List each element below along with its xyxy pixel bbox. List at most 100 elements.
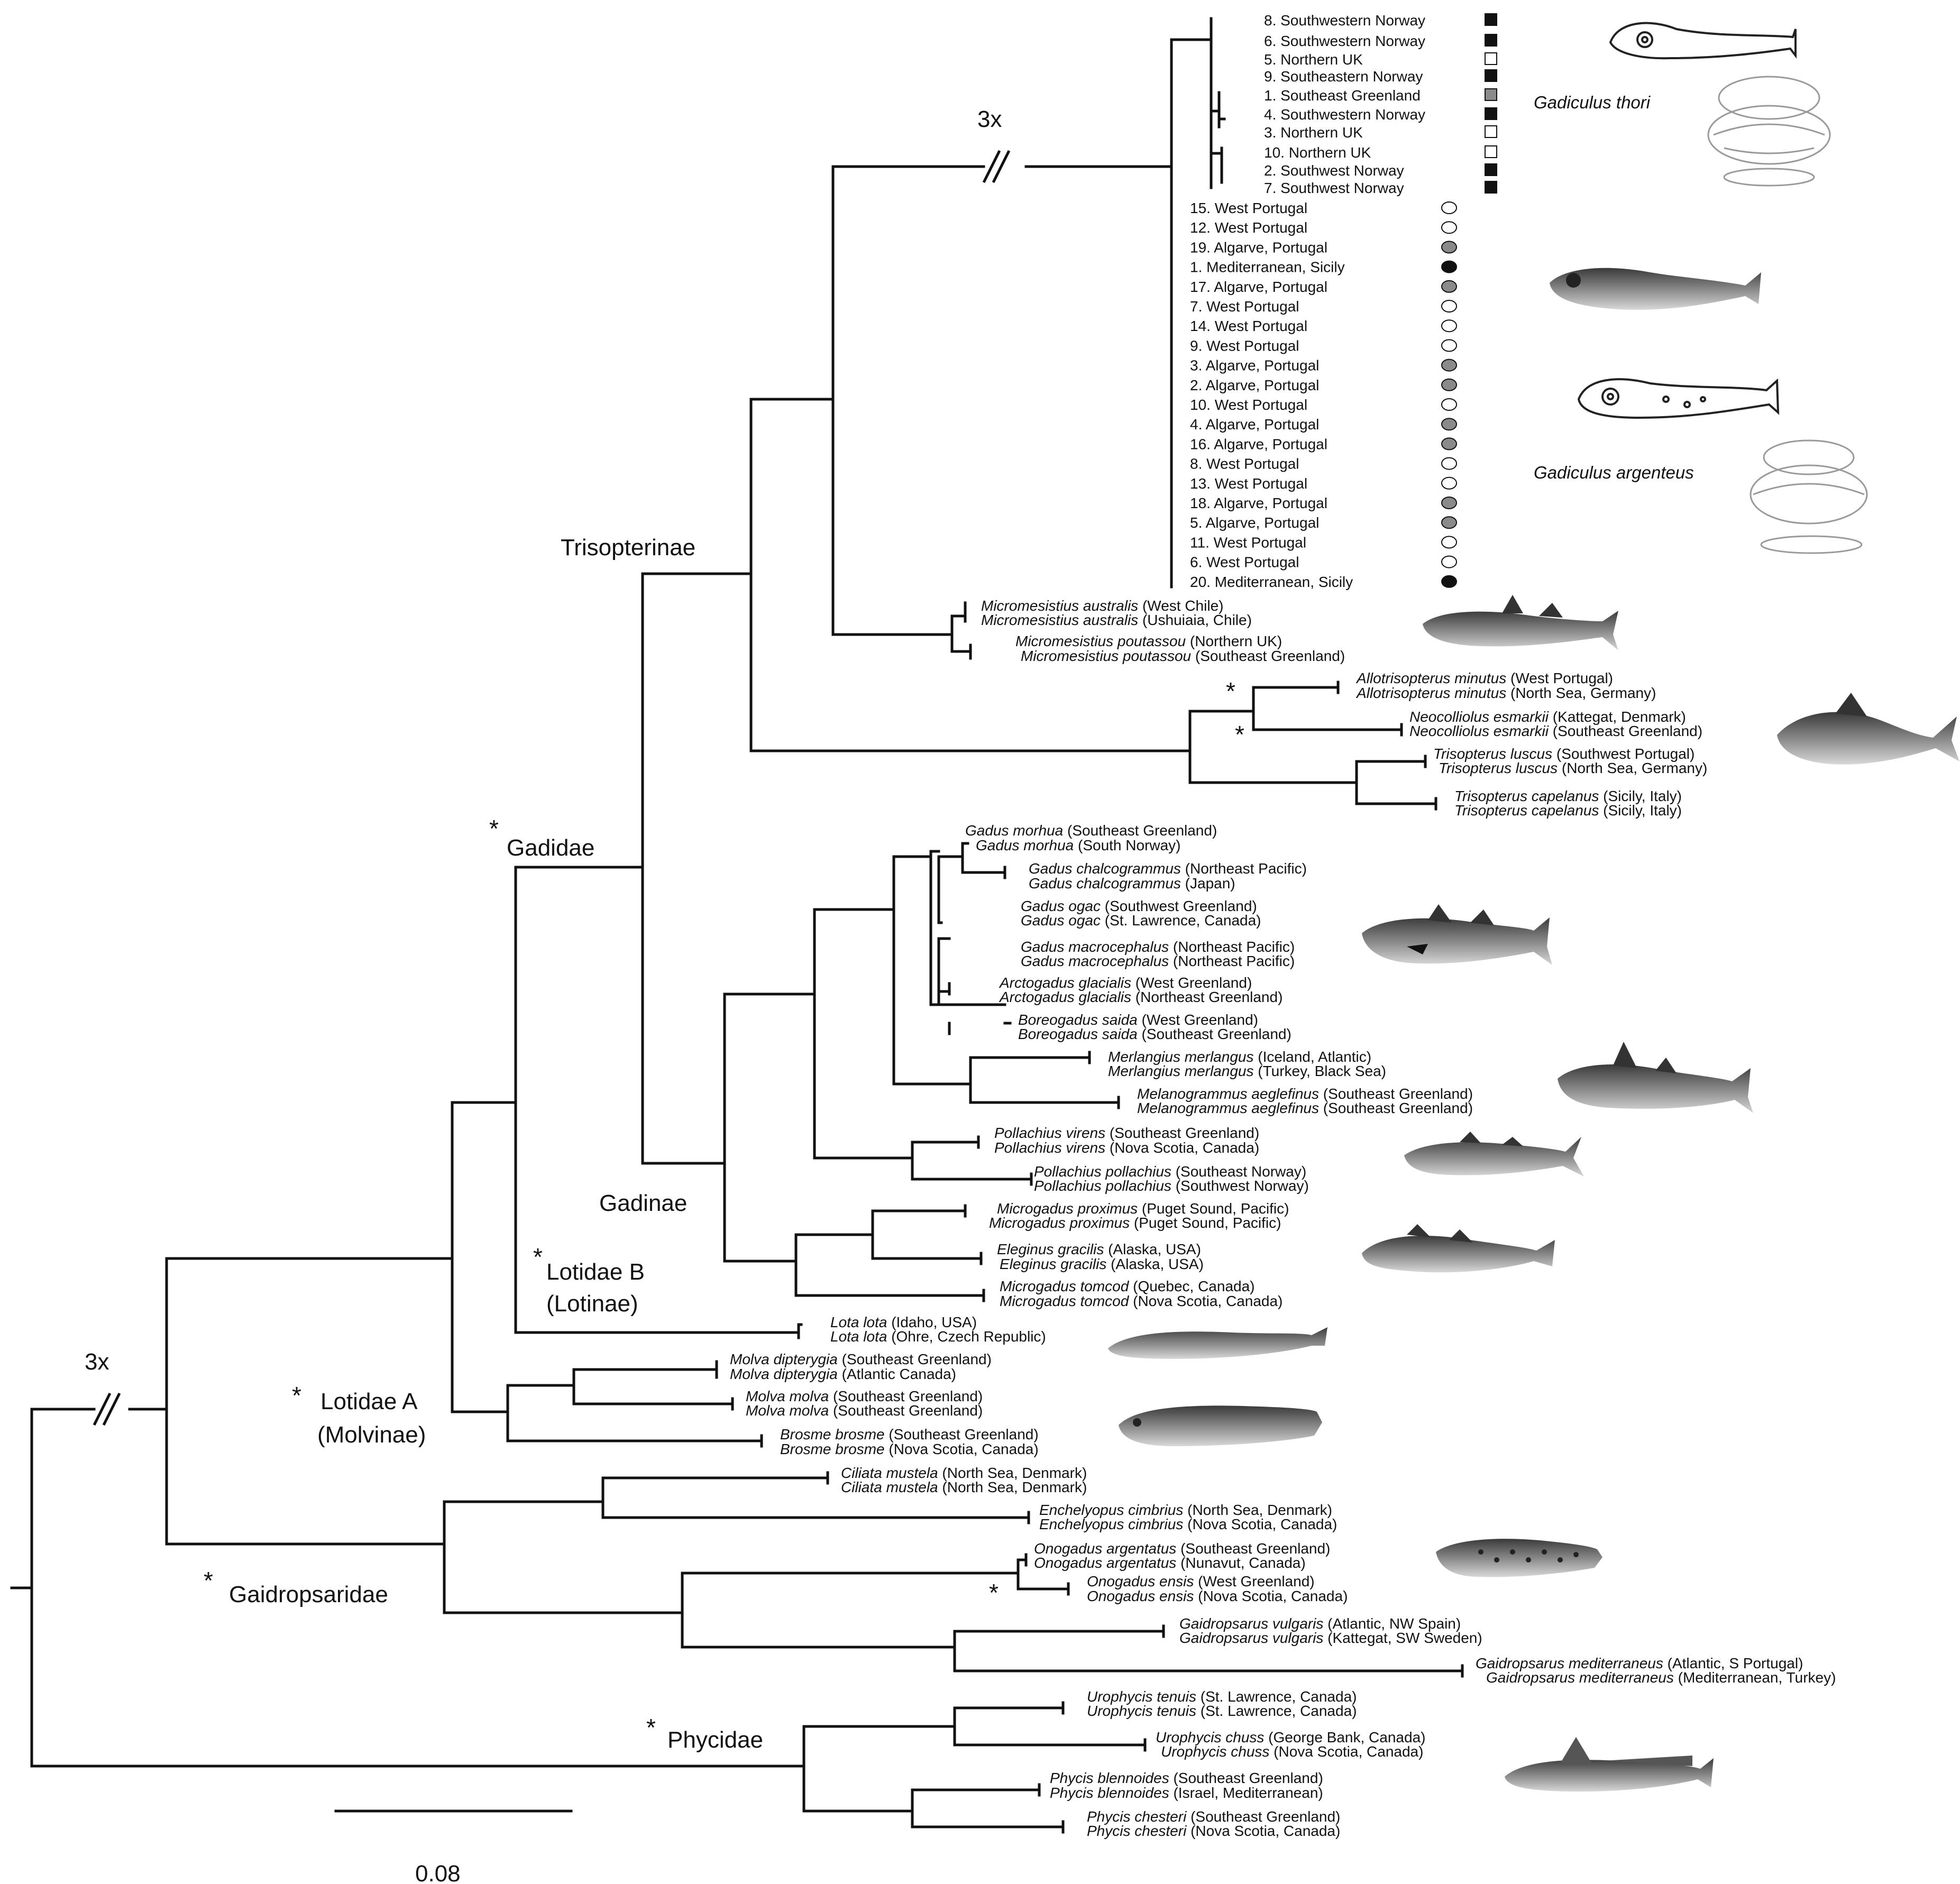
taxon-leaf-label: Microgadus proximus (Puget Sound, Pacifi… bbox=[997, 1200, 1289, 1217]
taxon-leaf-label: Boreogadus saida (West Greenland) bbox=[1018, 1012, 1258, 1028]
argenteus-leaf-marker bbox=[1441, 280, 1457, 293]
taxon-leaf-label: Enchelyopus cimbrius (North Sea, Denmark… bbox=[1039, 1502, 1332, 1518]
taxon-species: Arctogadus glacialis bbox=[999, 989, 1131, 1005]
pollachius-fish-icon bbox=[1404, 1132, 1584, 1177]
support-star-onogadus: * bbox=[989, 1579, 999, 1606]
thori-leaf-marker bbox=[1485, 181, 1497, 194]
taxon-locality: (Southeast Greenland) bbox=[1138, 1026, 1292, 1042]
argenteus-leaf-label: 2. Algarve, Portugal bbox=[1190, 377, 1319, 393]
taxon-locality: (Southeast Greenland) bbox=[1319, 1100, 1473, 1116]
taxon-locality: (North Sea, Germany) bbox=[1506, 685, 1656, 701]
taxon-leaf-label: Pollachius pollachius (Southeast Norway) bbox=[1034, 1163, 1306, 1180]
thori-leaf-marker bbox=[1485, 34, 1497, 47]
taxon-leaf-label: Gadus macrocephalus (Northeast Pacific) bbox=[1021, 953, 1295, 969]
argenteus-leaf-label: 5. Algarve, Portugal bbox=[1190, 514, 1319, 531]
taxon-leaf-label: Allotrisopterus minutus (North Sea, Germ… bbox=[1355, 685, 1656, 701]
taxon-leaf-label: Gadus morhua (Southeast Greenland) bbox=[965, 822, 1217, 839]
taxon-locality: (Southeast Greenland) bbox=[885, 1426, 1039, 1442]
taxon-species: Eleginus gracilis bbox=[1000, 1256, 1106, 1272]
clade-label-lotidae-b: Lotidae B bbox=[546, 1259, 645, 1285]
taxon-locality: (Kattegat, Denmark) bbox=[1549, 709, 1686, 725]
taxon-species: Molva molva bbox=[746, 1388, 829, 1404]
thori-leaf-label: 1. Southeast Greenland bbox=[1264, 87, 1421, 104]
taxon-leaf-label: Phycis chesteri (Southeast Greenland) bbox=[1087, 1808, 1340, 1825]
taxon-locality: (Ushuiaia, Chile) bbox=[1138, 612, 1252, 628]
thori-leaf-label: 4. Southwestern Norway bbox=[1264, 106, 1425, 123]
taxon-leaf-label: Brosme brosme (Nova Scotia, Canada) bbox=[780, 1441, 1039, 1457]
taxon-leaf-label: Urophycis tenuis (St. Lawrence, Canada) bbox=[1087, 1703, 1357, 1719]
taxon-species: Neocolliolus esmarkii bbox=[1409, 723, 1549, 739]
taxon-locality: (West Greenland) bbox=[1138, 1012, 1258, 1028]
scale-bar-label: 0.08 bbox=[415, 1861, 461, 1884]
taxon-leaf-label: Melanogrammus aeglefinus (Southeast Gree… bbox=[1137, 1100, 1473, 1116]
taxon-leaf-label: Gadus chalcogrammus (Northeast Pacific) bbox=[1029, 860, 1307, 877]
taxon-locality: (Nova Scotia, Canada) bbox=[1105, 1139, 1259, 1156]
argenteus-leaf-label: 4. Algarve, Portugal bbox=[1190, 416, 1319, 433]
taxon-species: Microgadus tomcod bbox=[1000, 1293, 1130, 1309]
gadiculus-thori-otolith-icon bbox=[1707, 76, 1831, 187]
taxon-locality: (Southeast Norway) bbox=[1171, 1163, 1306, 1180]
taxon-species: Pollachius virens bbox=[994, 1139, 1105, 1156]
taxon-leaf-label: Ciliata mustela (North Sea, Denmark) bbox=[841, 1465, 1087, 1481]
taxon-locality: (Puget Sound, Pacific) bbox=[1138, 1200, 1289, 1217]
argenteus-leaf-label: 8. West Portugal bbox=[1190, 456, 1299, 472]
taxon-species: Micromesistius australis bbox=[981, 612, 1138, 628]
taxon-species: Pollachius pollachius bbox=[1034, 1178, 1171, 1194]
argenteus-leaf-marker bbox=[1441, 476, 1457, 490]
taxon-species: Urophycis chuss bbox=[1161, 1743, 1269, 1760]
taxon-locality: (Atlantic, S Portugal) bbox=[1663, 1655, 1803, 1671]
taxon-leaf-label: Gadus morhua (South Norway) bbox=[976, 837, 1181, 853]
taxon-species: Micromesistius poutassou bbox=[1015, 633, 1186, 649]
taxon-leaf-label: Micromesistius poutassou (Northern UK) bbox=[1015, 633, 1282, 649]
taxon-leaf-label: Trisopterus luscus (Southwest Portugal) bbox=[1433, 746, 1695, 762]
argenteus-leaf-label: 18. Algarve, Portugal bbox=[1190, 495, 1327, 511]
taxon-leaf-label: Onogadus argentatus (Nunavut, Canada) bbox=[1034, 1555, 1306, 1571]
taxon-locality: (Japan) bbox=[1181, 875, 1235, 892]
taxon-locality: (Northern UK) bbox=[1186, 633, 1282, 649]
clade-label-phycidae: Phycidae bbox=[667, 1727, 763, 1753]
gadiculus-argenteus-otolith-icon bbox=[1750, 439, 1868, 554]
taxon-leaf-label: Pollachius virens (Nova Scotia, Canada) bbox=[994, 1139, 1259, 1156]
taxon-species: Gaidropsarus mediterraneus bbox=[1476, 1655, 1663, 1671]
taxon-species: Urophycis tenuis bbox=[1087, 1703, 1196, 1719]
taxon-species: Melanogrammus aeglefinus bbox=[1137, 1086, 1319, 1102]
argenteus-leaf-label: 6. West Portugal bbox=[1190, 554, 1299, 571]
thori-leaf-marker bbox=[1485, 163, 1497, 176]
argenteus-leaf-marker bbox=[1441, 418, 1457, 431]
taxon-locality: (Atlantic, NW Spain) bbox=[1323, 1615, 1461, 1632]
taxon-locality: (Southeast Greenland) bbox=[1319, 1086, 1473, 1102]
taxon-leaf-label: Brosme brosme (Southeast Greenland) bbox=[780, 1426, 1039, 1442]
support-star-gadidae: * bbox=[489, 815, 499, 842]
taxon-leaf-label: Lota lota (Ohre, Czech Republic) bbox=[830, 1328, 1046, 1345]
argenteus-leaf-marker bbox=[1441, 201, 1457, 214]
taxon-locality: (Nova Scotia, Canada) bbox=[1183, 1516, 1337, 1532]
taxon-species: Trisopterus capelanus bbox=[1454, 788, 1599, 804]
argenteus-leaf-marker bbox=[1441, 378, 1457, 391]
clade-label-lotidae-a: Lotidae A bbox=[320, 1389, 418, 1414]
taxon-leaf-label: Enchelyopus cimbrius (Nova Scotia, Canad… bbox=[1039, 1516, 1337, 1532]
thori-leaf-label: 7. Southwest Norway bbox=[1264, 180, 1404, 196]
taxon-species: Boreogadus saida bbox=[1018, 1012, 1138, 1028]
argenteus-leaf-label: 7. West Portugal bbox=[1190, 298, 1299, 315]
eleginus-fish-icon bbox=[1362, 1224, 1555, 1273]
taxon-leaf-label: Neocolliolus esmarkii (Southeast Greenla… bbox=[1409, 723, 1702, 739]
branch-break-lower bbox=[93, 1392, 121, 1426]
taxon-species: Pollachius virens bbox=[994, 1125, 1105, 1141]
taxon-species: Gadus chalcogrammus bbox=[1029, 875, 1181, 892]
argenteus-leaf-marker bbox=[1441, 398, 1457, 411]
taxon-locality: (West Chile) bbox=[1138, 598, 1223, 614]
taxon-locality: (Southwest Norway) bbox=[1171, 1178, 1309, 1194]
taxon-locality: (Iceland, Atlantic) bbox=[1253, 1049, 1371, 1065]
support-star-gaidropsaridae: * bbox=[204, 1567, 213, 1594]
taxon-species: Molva dipterygia bbox=[730, 1351, 838, 1367]
taxon-species: Micromesistius poutassou bbox=[1021, 648, 1192, 664]
taxon-species: Gadus morhua bbox=[965, 822, 1063, 839]
taxon-leaf-label: Gaidropsarus vulgaris (Atlantic, NW Spai… bbox=[1179, 1615, 1461, 1632]
taxon-locality: (George Bank, Canada) bbox=[1264, 1729, 1425, 1745]
argenteus-leaf-marker bbox=[1441, 221, 1457, 234]
thori-leaf-marker bbox=[1485, 125, 1497, 138]
taxon-species: Arctogadus glacialis bbox=[999, 975, 1131, 991]
taxon-leaf-label: Trisopterus luscus (North Sea, Germany) bbox=[1439, 760, 1707, 776]
argenteus-leaf-label: 11. West Portugal bbox=[1190, 534, 1306, 550]
